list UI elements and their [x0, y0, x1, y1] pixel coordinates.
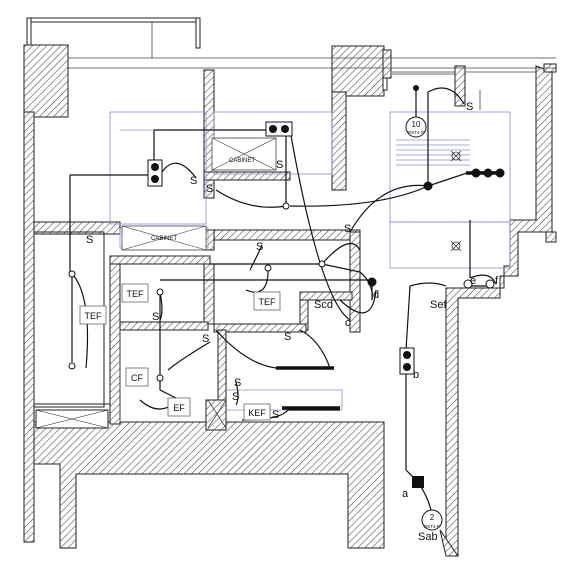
switch-label: S: [152, 311, 159, 323]
panel-label-scd: Scd: [314, 299, 333, 311]
switch-label: S: [232, 391, 239, 403]
tef-1-label: TEF: [85, 311, 103, 321]
switch-labels: S S S S S S S S S S S S S: [86, 101, 473, 421]
switch-label: S: [272, 409, 279, 421]
kef-label: KEF: [248, 408, 266, 418]
fixture-cf: CF: [125, 367, 149, 387]
cabinet-mid: CABINET: [121, 225, 207, 251]
fixture-ef: EF: [167, 397, 191, 417]
tag-bottom-sub: RST4-P: [424, 524, 440, 529]
switch-label: S: [284, 331, 291, 343]
cf-label: CF: [131, 373, 143, 383]
circuit-letter-b: b: [413, 369, 419, 381]
panel-a-box: [412, 476, 424, 488]
switch-label: S: [86, 234, 93, 246]
switch-boxes: [147, 121, 424, 488]
tef-2-label: TEF: [127, 289, 145, 299]
switch-label: S: [190, 175, 197, 187]
circuit-tag-bottom: 2 RST4-P: [421, 509, 443, 531]
circuit-letter-a: a: [402, 488, 409, 500]
switch-label: S: [234, 377, 241, 389]
fixture-kef: KEF: [243, 403, 271, 421]
cabinet-mid-label: CABINET: [151, 236, 177, 242]
circuit-letter-f: f: [495, 275, 499, 287]
tag-top-sub: RST4-P: [408, 130, 424, 135]
switch-label: S: [202, 333, 209, 345]
fixture-tef-3: TEF: [253, 291, 281, 311]
tag-bottom-number: 2: [430, 513, 435, 522]
fixture-tef-2: TEF: [121, 283, 149, 303]
switch-label: S: [344, 223, 351, 235]
circuit-letter-e: e: [470, 275, 476, 287]
circuit-letters: a b c d e f: [345, 275, 499, 500]
cabinet-top-label: CABINET: [229, 158, 255, 164]
switch-label: S: [206, 183, 213, 195]
panel-label-sab: Sab: [418, 531, 438, 543]
circuit-letter-c: c: [345, 317, 351, 329]
circuit-tag-top: 10 RST4-P: [405, 116, 427, 138]
panel-label-sef: Sef: [430, 299, 447, 311]
outlets: [68, 85, 505, 382]
switch-label: S: [256, 241, 263, 253]
fixture-tef-1: TEF: [79, 305, 107, 325]
tef-3-label: TEF: [259, 297, 277, 307]
outline-lines: [68, 22, 556, 429]
circuit-letter-d: d: [373, 289, 379, 301]
ef-label: EF: [173, 403, 185, 413]
tag-top-number: 10: [412, 120, 421, 129]
cabinet-top: CABINET: [211, 137, 277, 171]
light-cross: [450, 150, 462, 252]
switch-label: S: [276, 159, 283, 171]
switch-label: S: [466, 101, 473, 113]
